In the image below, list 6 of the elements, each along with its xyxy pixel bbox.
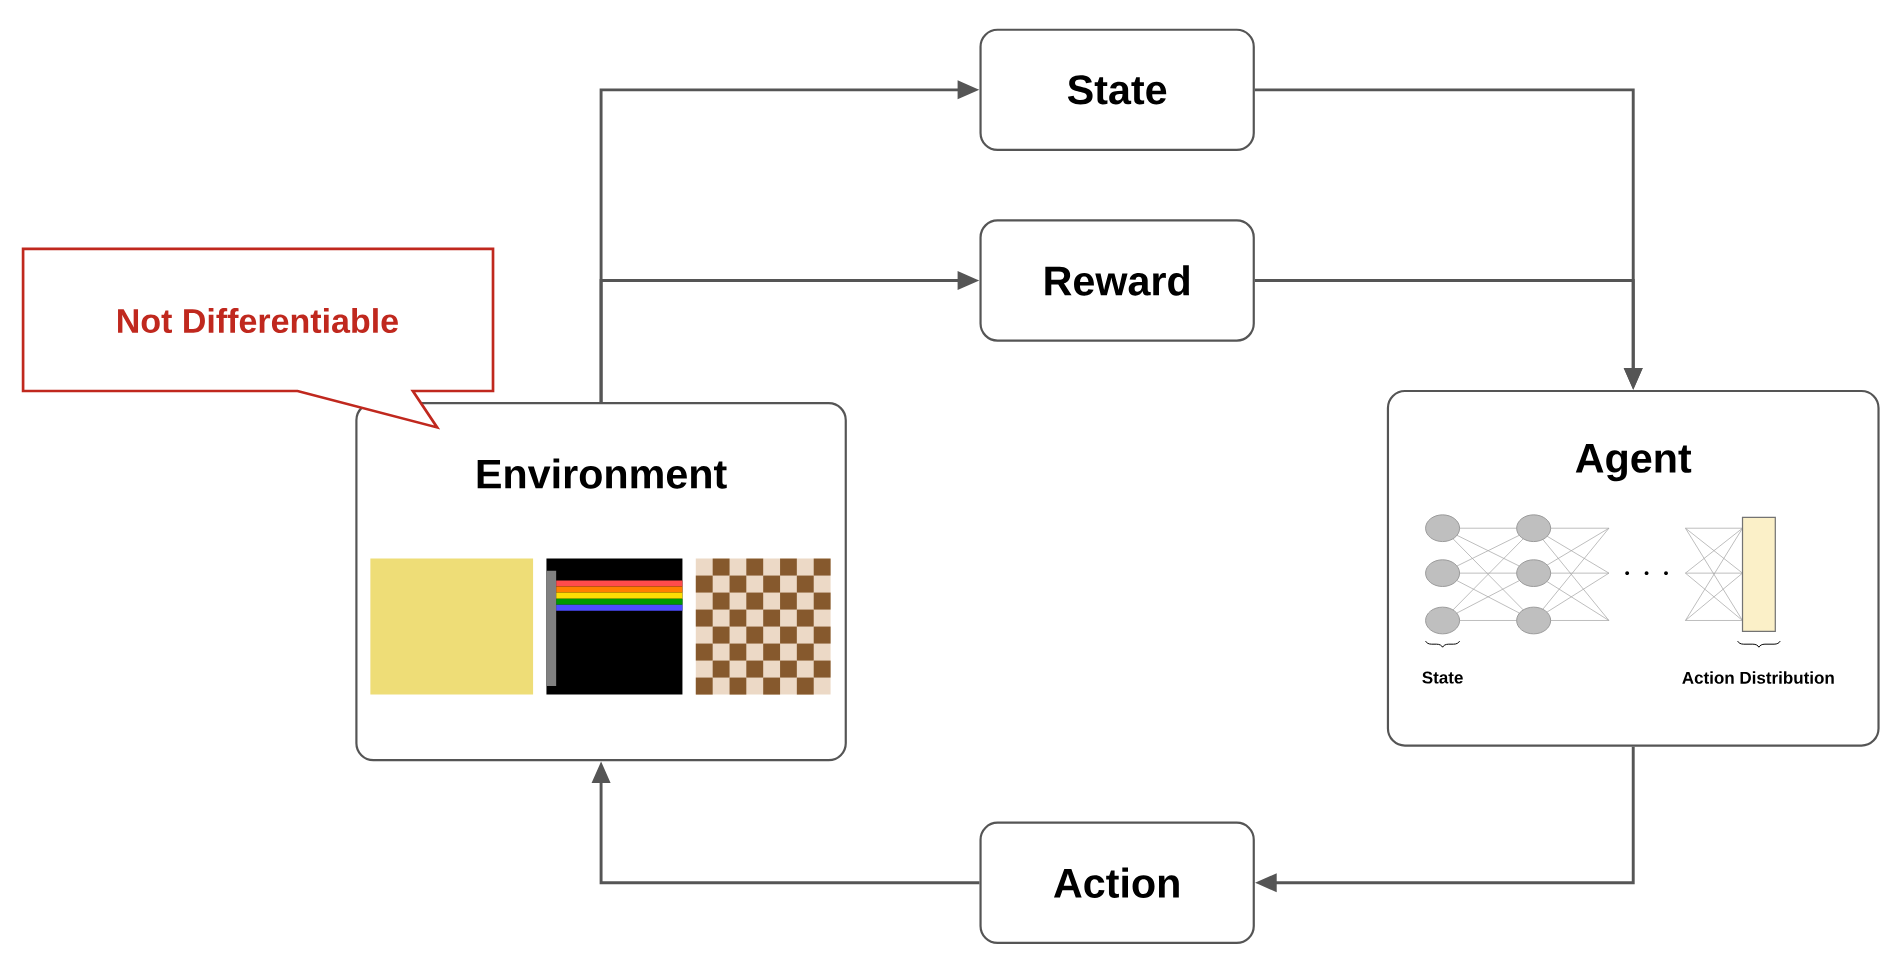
reward-box: Reward — [979, 219, 1255, 342]
layer-label: State — [1422, 671, 1463, 684]
speech-callout: Not Differentiable — [21, 247, 495, 430]
state-box: State — [979, 28, 1255, 151]
layer-label: Action Distribution — [1682, 671, 1834, 684]
action-box: Action — [979, 821, 1255, 944]
